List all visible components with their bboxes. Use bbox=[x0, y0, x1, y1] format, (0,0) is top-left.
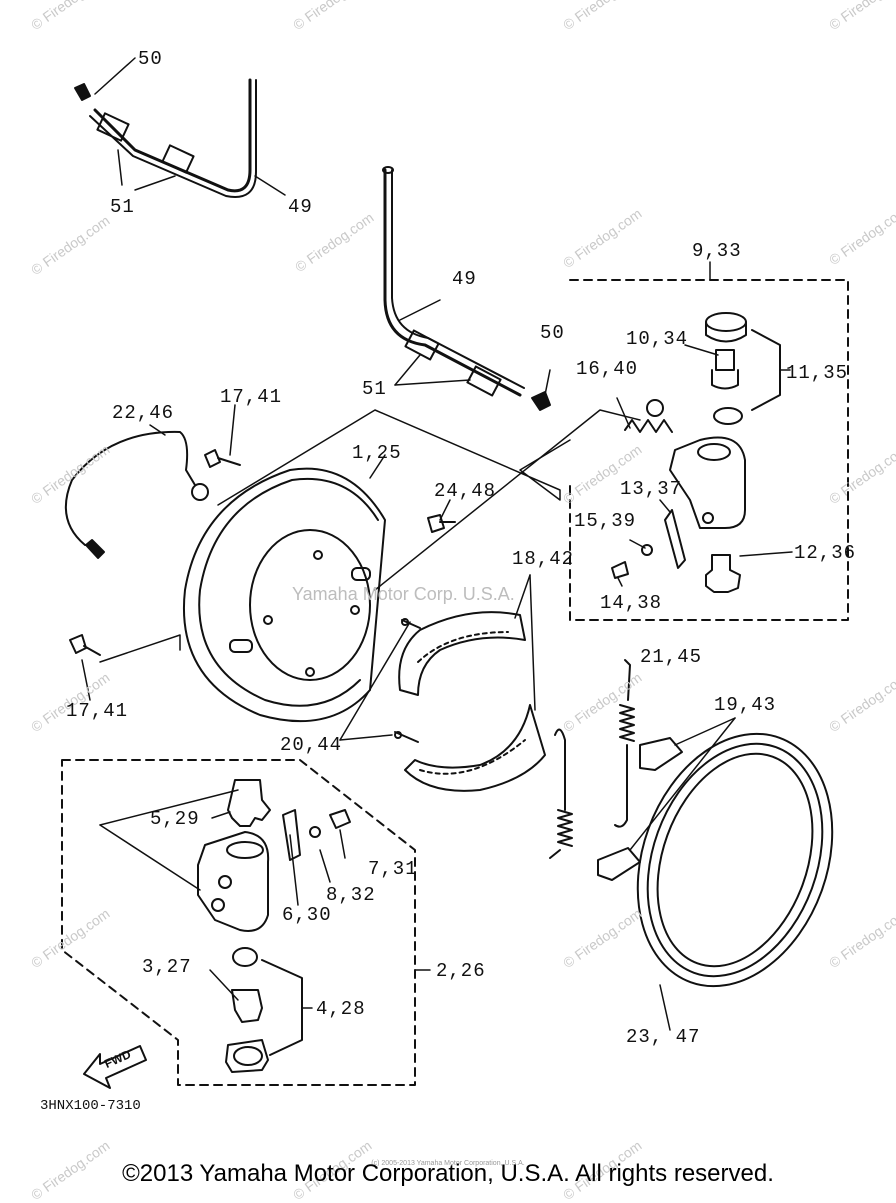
callout-8-32: 8,32 bbox=[326, 884, 376, 906]
callout-18-42: 18,42 bbox=[512, 548, 575, 570]
callout-17-41-top: 17,41 bbox=[220, 386, 283, 408]
shoe-clips bbox=[597, 717, 736, 881]
wheel-cylinder-box-right bbox=[569, 261, 849, 621]
callout-22-46: 22,46 bbox=[112, 402, 175, 424]
copyright-footer: ©2013 Yamaha Motor Corporation, U.S.A. A… bbox=[122, 1160, 774, 1187]
callout-17-41-bot: 17,41 bbox=[66, 700, 129, 722]
callout-51-mid: 51 bbox=[362, 378, 387, 400]
callout-2-26: 2,26 bbox=[436, 960, 486, 982]
callout-1-25: 1,25 bbox=[352, 442, 402, 464]
callout-11-35: 11,35 bbox=[786, 362, 849, 384]
callout-50-top: 50 bbox=[138, 48, 163, 70]
callout-4-28: 4,28 bbox=[316, 998, 366, 1020]
callout-49-top: 49 bbox=[288, 196, 313, 218]
callout-5-29: 5,29 bbox=[150, 808, 200, 830]
callout-12-36: 12,36 bbox=[794, 542, 857, 564]
copyright-small: (c) 2005-2013 Yamaha Motor Corporation, … bbox=[371, 1160, 525, 1167]
callout-51-top: 51 bbox=[110, 196, 135, 218]
callout-16-40: 16,40 bbox=[576, 358, 639, 380]
callout-21-45: 21,45 bbox=[640, 646, 703, 668]
callout-3-27: 3,27 bbox=[142, 956, 192, 978]
callout-19-43: 19,43 bbox=[714, 694, 777, 716]
callout-7-31: 7,31 bbox=[368, 858, 418, 880]
brake-drum bbox=[636, 732, 834, 1031]
callout-6-30: 6,30 bbox=[282, 904, 332, 926]
center-watermark: Yamaha Motor Corp. U.S.A. bbox=[292, 584, 515, 604]
callout-14-38: 14,38 bbox=[600, 592, 663, 614]
diagram-code: 3HNX100-7310 bbox=[40, 1098, 141, 1114]
brake-shoes bbox=[398, 574, 546, 792]
springs bbox=[549, 659, 635, 859]
callout-49-mid: 49 bbox=[452, 268, 477, 290]
brake-hose-top bbox=[74, 57, 286, 198]
callout-13-37: 13,37 bbox=[620, 478, 683, 500]
callout-9-33: 9,33 bbox=[692, 240, 742, 262]
brake-plate bbox=[183, 409, 641, 723]
brake-hose-mid bbox=[382, 166, 551, 411]
callout-23-47: 23, 47 bbox=[626, 1026, 701, 1048]
callout-10-34: 10,34 bbox=[626, 328, 689, 350]
callout-15-39: 15,39 bbox=[574, 510, 637, 532]
fwd-arrow-icon bbox=[83, 1045, 147, 1089]
pins bbox=[339, 618, 421, 743]
bolts bbox=[69, 404, 456, 701]
wheel-cylinder-box-left bbox=[61, 759, 431, 1086]
sensor-cable bbox=[64, 424, 209, 559]
callout-24-48: 24,48 bbox=[434, 480, 497, 502]
callout-20-44: 20,44 bbox=[280, 734, 343, 756]
callout-50-mid: 50 bbox=[540, 322, 565, 344]
